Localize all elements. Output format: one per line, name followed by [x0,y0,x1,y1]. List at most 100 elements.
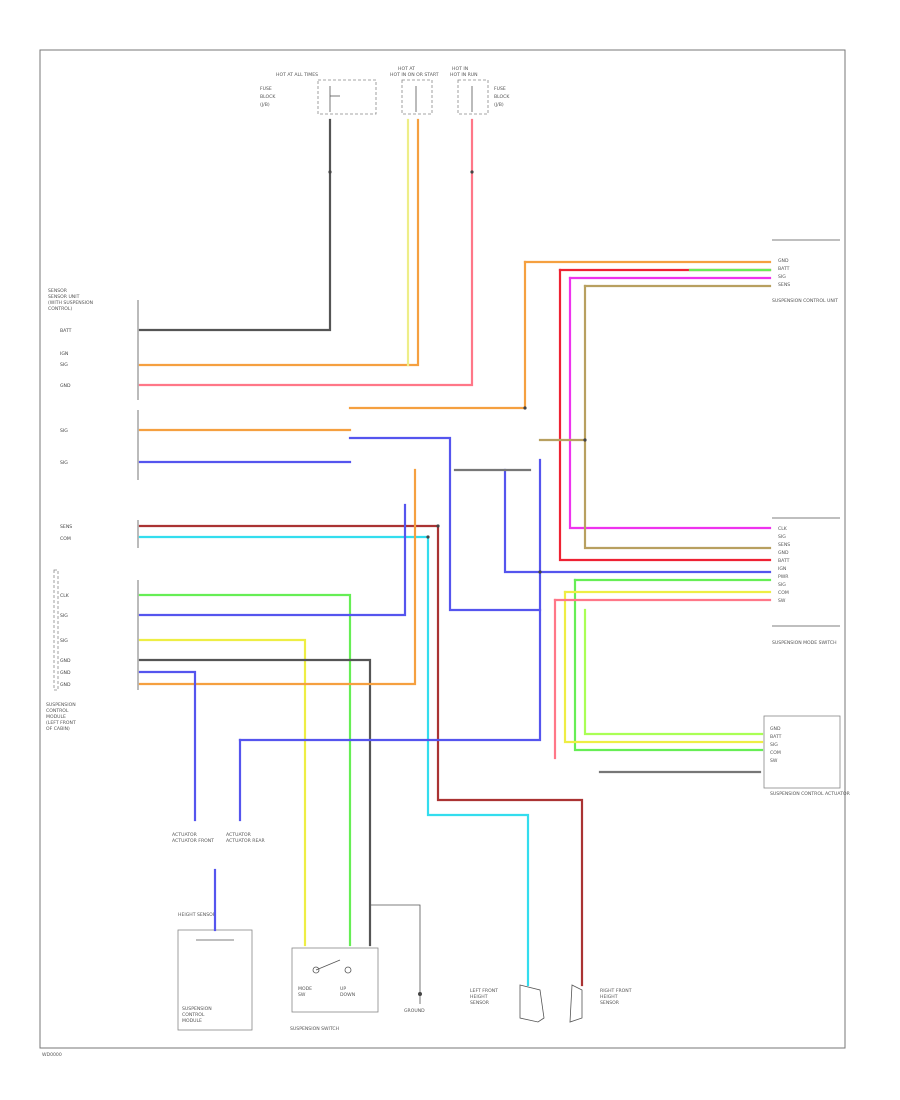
left-module-label: SENSOR UNIT [48,294,80,300]
svg-text:BLOCK: BLOCK [260,94,276,100]
svg-text:SENSOR: SENSOR [470,1000,490,1006]
svg-text:BATT: BATT [770,734,782,740]
wire-darkred-long [138,524,584,987]
wire-green-lower [138,593,352,947]
svg-text:ACTUATOR FRONT: ACTUATOR FRONT [172,838,214,844]
wire-blue-mid [348,436,542,612]
actuator-pair: ACTUATOR ACTUATOR FRONT ACTUATOR ACTUATO… [172,832,266,844]
svg-text:MODE: MODE [298,986,312,992]
wire-yellow-lower [138,638,307,947]
wire-yellow-down [563,590,764,744]
wire-pink-top [138,118,474,387]
wire-orange-lower [138,468,417,686]
svg-text:GND: GND [778,258,789,264]
left-module-lower: SUSPENSION CONTROL MODULE (LEFT FRONT OF… [46,569,139,732]
svg-text:HOT IN: HOT IN [452,66,468,72]
suspension-switch: MODE SW UP DOWN SUSPENSION SWITCH [290,947,379,1032]
svg-text:COM: COM [778,590,789,596]
svg-text:(WITH SUSPENSION: (WITH SUSPENSION [48,300,93,306]
ground-symbol: GROUND [404,990,425,1014]
svg-text:MODULE: MODULE [46,714,66,720]
svg-text:BATT: BATT [60,328,72,334]
svg-text:SENS: SENS [778,282,790,288]
wire-blue-lower [138,503,407,617]
svg-text:SENSOR: SENSOR [48,288,68,294]
svg-text:SIG: SIG [60,638,68,644]
left-front-height-sensor: LEFT FRONT HEIGHT SENSOR [470,984,545,1023]
svg-text:SENSOR: SENSOR [600,1000,620,1006]
wire-gray-ground [370,904,421,990]
svg-text:IGN: IGN [778,566,786,572]
svg-text:PWR: PWR [778,574,789,580]
svg-text:SIG: SIG [60,460,68,466]
svg-text:(LEFT FRONT: (LEFT FRONT [46,720,76,726]
svg-text:BLOCK: BLOCK [494,94,510,100]
svg-text:SIG: SIG [60,362,68,368]
top-fuse-left-label: HOT AT ALL TIMES [276,72,318,78]
svg-text:CLK: CLK [778,526,788,532]
svg-text:(J/B): (J/B) [494,102,504,108]
right-connector-a: GND BATT SIG SENS SUSPENSION CONTROL UNI… [772,239,840,304]
svg-text:MODULE: MODULE [182,1018,202,1024]
svg-text:CONTROL): CONTROL) [48,306,72,312]
top-fuse-mid-label: HOT IN ON OR START [390,72,439,78]
svg-text:ACTUATOR: ACTUATOR [172,832,198,838]
wire-lime-down [583,608,764,736]
svg-text:GND: GND [60,658,71,664]
svg-text:RIGHT FRONT: RIGHT FRONT [600,988,632,994]
svg-text:CONTROL: CONTROL [182,1012,205,1018]
svg-text:BATT: BATT [778,558,790,564]
right-module-2-label: SUSPENSION MODE SWITCH [772,640,837,646]
wire-green-down [573,578,764,752]
svg-text:SUSPENSION: SUSPENSION [182,1006,212,1012]
svg-text:GND: GND [60,670,71,676]
wire-blue-long [238,458,542,742]
svg-text:LEFT FRONT: LEFT FRONT [470,988,498,994]
svg-text:SW: SW [298,992,306,998]
right-connector-b: CLK SIG SENS GND BATT IGN PWR SIG COM SW… [772,517,840,646]
svg-text:SENS: SENS [60,524,72,530]
svg-text:SIG: SIG [60,613,68,619]
svg-text:HOT AT: HOT AT [398,66,415,72]
right-connector-c: GND BATT SIG COM SW SUSPENSION CONTROL A… [763,715,851,797]
svg-text:FUSE: FUSE [494,86,506,92]
wire-blue-actuator [138,670,197,822]
wire-yellow-orange [138,118,420,367]
right-module-1-label: SUSPENSION CONTROL UNIT [772,298,838,304]
svg-text:SIG: SIG [60,428,68,434]
svg-text:SIG: SIG [770,742,778,748]
sensor-module-label: HEIGHT SENSOR [178,912,217,918]
wire-khaki-right [583,284,772,550]
svg-text:SIG: SIG [778,534,786,540]
svg-text:SIG: SIG [778,274,786,280]
left-pins: BATT IGN SIG GND SIG SIG SENS COM CLK SI… [60,328,72,688]
svg-text:COM: COM [770,750,781,756]
svg-text:BATT: BATT [778,266,790,272]
svg-text:CLK: CLK [60,593,70,599]
wire-gray-top [138,118,332,332]
svg-text:CONTROL: CONTROL [46,708,69,714]
wire-red-right [558,268,772,562]
svg-text:OF CABIN): OF CABIN) [46,726,70,732]
svg-text:GND: GND [60,383,71,389]
svg-text:SW: SW [770,758,778,764]
svg-text:FUSE: FUSE [260,86,272,92]
svg-text:SIG: SIG [778,582,786,588]
svg-text:SENS: SENS [778,542,790,548]
svg-text:GND: GND [770,726,781,732]
svg-text:COM: COM [60,536,71,542]
wire-blue-right [503,468,772,574]
svg-text:SW: SW [778,598,786,604]
wire-cyan-long [138,535,530,987]
svg-text:GROUND: GROUND [404,1008,425,1014]
diagram-frame [39,49,846,1049]
svg-text:IGN: IGN [60,351,68,357]
right-front-height-sensor: RIGHT FRONT HEIGHT SENSOR [569,984,632,1023]
svg-text:ACTUATOR REAR: ACTUATOR REAR [226,838,266,844]
svg-text:DOWN: DOWN [340,992,355,998]
svg-text:GND: GND [778,550,789,556]
wire-magenta-right [568,276,772,530]
